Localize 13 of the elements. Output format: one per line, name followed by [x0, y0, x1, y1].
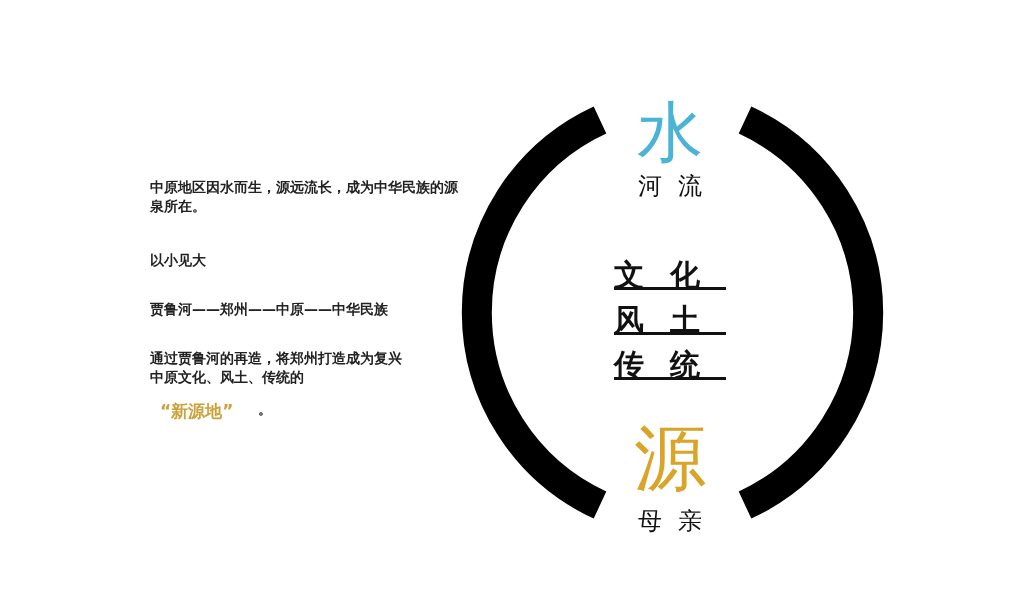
large-character: 源 — [634, 415, 706, 502]
large-character: 水 — [637, 93, 703, 173]
heading-text: 以小见大 — [150, 251, 207, 270]
caption-text: 母亲 — [637, 506, 718, 537]
paragraph: 通过贾鲁河的再造，将郑州打造成为复兴中原文化、风土、传统的 — [150, 349, 403, 387]
underlined-text: 文化 — [614, 256, 726, 294]
relation-chain: 贾鲁河——郑州——中原——中华民族 — [150, 300, 389, 319]
highlighted-term: “新源地” — [160, 400, 235, 423]
underlined-text: 传统 — [614, 346, 726, 384]
paragraph: 中原地区因水而生，源远流长，成为中华民族的源泉所在。 — [150, 178, 459, 216]
underlined-text: 风土 — [614, 301, 726, 339]
caption-text: 河流 — [637, 171, 718, 202]
punctuation: 。 — [258, 400, 273, 419]
